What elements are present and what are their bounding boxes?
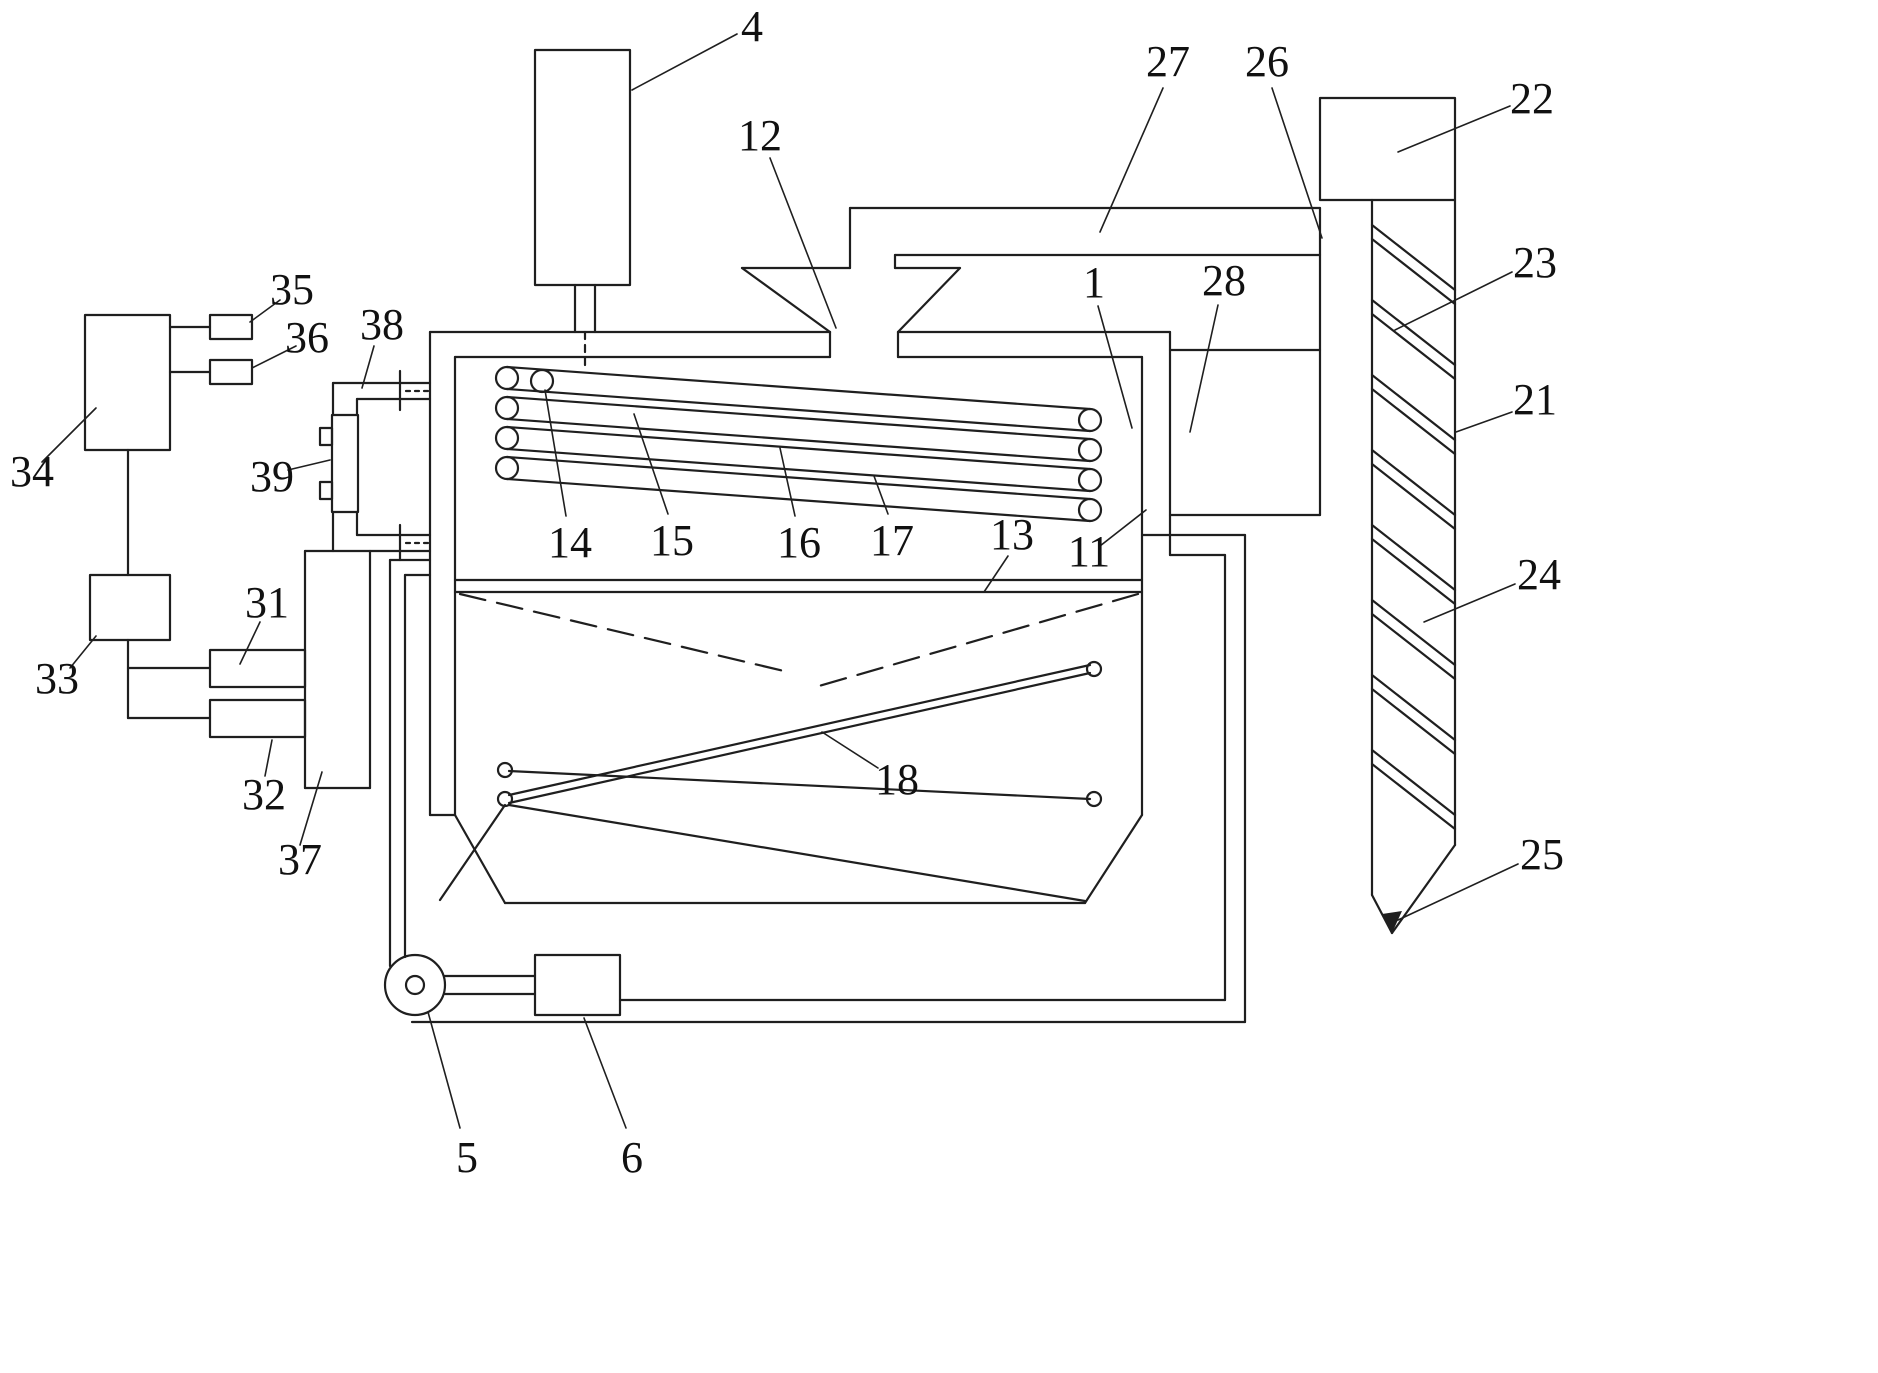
label-12: 12 (738, 111, 782, 160)
left-pipe (388, 558, 432, 968)
label-28: 28 (1202, 256, 1246, 305)
right-chamber (1168, 348, 1322, 517)
collection-duct (303, 549, 432, 790)
right-return-duct (1140, 533, 1247, 1024)
control-boxes (83, 313, 307, 739)
label-35: 35 (270, 265, 314, 314)
leader-lines (41, 33, 1519, 1129)
label-17: 17 (870, 516, 914, 565)
label-18: 18 (875, 755, 919, 804)
label-21: 21 (1513, 375, 1557, 424)
vibrating-screens (438, 660, 1103, 903)
label-11: 11 (1067, 527, 1111, 576)
label-34: 34 (10, 447, 54, 496)
label-37: 37 (278, 835, 322, 884)
label-13: 13 (990, 510, 1034, 559)
label-33: 33 (35, 654, 79, 703)
label-23: 23 (1513, 238, 1557, 287)
label-38: 38 (360, 300, 404, 349)
label-39: 39 (250, 452, 294, 501)
feed-hopper (740, 266, 962, 334)
label-32: 32 (242, 770, 286, 819)
label-24: 24 (1517, 550, 1561, 599)
rollers (494, 365, 1103, 523)
label-1: 1 (1083, 258, 1105, 307)
pump (383, 953, 447, 1017)
machine-shell (428, 330, 1172, 905)
discharge-column (1318, 96, 1457, 935)
motor-box (533, 48, 632, 370)
label-15: 15 (650, 516, 694, 565)
label-27: 27 (1146, 37, 1190, 86)
rotary-valve (318, 369, 432, 562)
top-duct (848, 206, 1322, 517)
pump-motor-box (533, 953, 622, 1017)
label-16: 16 (777, 518, 821, 567)
label-6: 6 (621, 1133, 643, 1182)
bottom-channel (410, 998, 1247, 1024)
label-25: 25 (1520, 830, 1564, 879)
pump-shaft (443, 974, 537, 996)
label-31: 31 (245, 578, 289, 627)
label-22: 22 (1510, 74, 1554, 123)
label-4: 4 (741, 2, 763, 51)
spreader-baffles (458, 592, 1140, 690)
label-36: 36 (285, 313, 329, 362)
label-14: 14 (548, 518, 592, 567)
label-26: 26 (1245, 37, 1289, 86)
label-5: 5 (456, 1133, 478, 1182)
